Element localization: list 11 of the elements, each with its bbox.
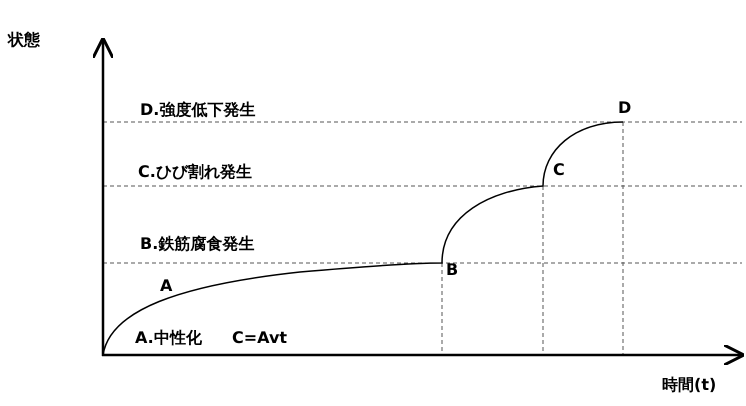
formula: C=Avt <box>232 328 288 348</box>
point-label: C <box>553 160 565 180</box>
curve-label: A.中性化 <box>135 328 202 348</box>
point-label: B <box>446 260 458 280</box>
axis-label: 時間(t) <box>662 375 716 395</box>
curve-label: A <box>160 276 172 296</box>
axis-label: 状態 <box>8 30 40 50</box>
level-label: D.強度低下発生 <box>140 100 256 120</box>
point-label: D <box>618 98 632 118</box>
level-label: B.鉄筋腐食発生 <box>140 234 254 254</box>
level-label: C.ひび割れ発生 <box>138 162 252 182</box>
